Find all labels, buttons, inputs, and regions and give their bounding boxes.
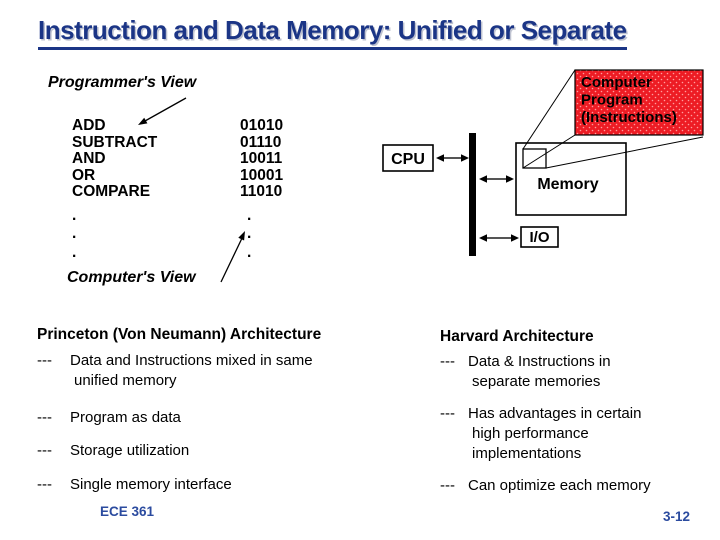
io-box <box>520 226 559 248</box>
computers-view-label: Computer's View <box>67 269 196 286</box>
memory-box <box>515 142 627 216</box>
callout-line-1: Computer <box>581 74 652 91</box>
callout-connector-line <box>522 69 576 150</box>
bullet-item: --- Data and Instructions mixed in same … <box>37 351 429 391</box>
instruction-row: SUBTRACT 01110 <box>72 133 283 152</box>
bullet-line: Can optimize each memory <box>468 477 651 494</box>
magnifier-square <box>522 148 547 169</box>
bullet-text: Program as data <box>70 408 181 428</box>
princeton-column: Princeton (Von Neumann) Architecture ---… <box>37 326 429 495</box>
instruction-mnemonic: COMPARE <box>72 183 151 201</box>
instruction-mnemonic: ADD <box>72 117 106 134</box>
bullet-item: --- Can optimize each memory <box>440 476 718 496</box>
bullet-text: Data & Instructions in separate memories <box>468 352 611 392</box>
callout-connector-line <box>522 134 576 169</box>
bullet-item: --- Single memory interface <box>37 475 429 495</box>
ellipsis-dot: . <box>247 206 252 224</box>
instruction-row: AND 10011 <box>72 151 283 168</box>
cpu-label: CPU <box>391 151 425 168</box>
instruction-mnemonic: SUBTRACT <box>72 133 158 151</box>
bullet-item: --- Has advantages in certain high perfo… <box>440 404 718 464</box>
bullet-text: Single memory interface <box>70 475 232 495</box>
ellipsis-dot: . <box>247 243 252 261</box>
bullet-line: Program as data <box>70 409 181 426</box>
cpu-box <box>382 144 434 172</box>
bullet-text: Storage utilization <box>70 441 189 461</box>
bullet-marker: --- <box>37 352 52 369</box>
ellipsis-dot: . <box>247 225 252 243</box>
instruction-mnemonic: AND <box>72 150 106 168</box>
bullet-marker: --- <box>440 477 455 494</box>
bus-memory-double-arrow-icon <box>479 175 514 183</box>
callout-line-2: Program <box>581 92 643 109</box>
bullet-item: --- Program as data <box>37 408 429 428</box>
ellipsis-rows: . . . . . . <box>72 207 283 263</box>
instruction-row: COMPARE 11010 <box>72 184 283 201</box>
bullet-line: Storage utilization <box>70 442 190 459</box>
bullet-line: implementations <box>472 445 582 462</box>
bullet-line: Data & Instructions in <box>468 353 611 370</box>
footer-course-label: ECE 361 <box>100 504 155 519</box>
ellipsis-row: . . <box>72 225 283 244</box>
instruction-code: 10011 <box>240 150 283 168</box>
bullet-line: high performance <box>472 425 589 442</box>
bullet-line: Data and Instructions mixed in same <box>70 352 313 369</box>
harvard-heading: Harvard Architecture <box>440 328 594 345</box>
instruction-code: 10001 <box>240 166 284 184</box>
princeton-heading: Princeton (Von Neumann) Architecture <box>37 326 322 343</box>
memory-label: Memory <box>537 176 598 193</box>
bullet-line: unified memory <box>74 372 177 389</box>
bullet-line: separate memories <box>472 373 601 390</box>
bus-io-double-arrow-icon <box>479 234 519 242</box>
ellipsis-dot: . <box>72 243 77 261</box>
bullet-item: --- Storage utilization <box>37 441 429 461</box>
instruction-code: 01010 <box>240 117 284 134</box>
bullet-marker: --- <box>440 405 455 422</box>
bullet-text: Can optimize each memory <box>468 476 651 496</box>
callout-line-3: (Instructions) <box>581 109 677 126</box>
callout-red-box <box>574 69 704 136</box>
bullet-marker: --- <box>37 409 52 426</box>
instruction-code: 01110 <box>240 133 282 151</box>
bullet-marker: --- <box>440 353 455 370</box>
bullet-line: Has advantages in certain <box>468 405 642 422</box>
harvard-column: Harvard Architecture --- Data & Instruct… <box>440 328 718 496</box>
page-title: Instruction and Data Memory: Unified or … <box>38 15 627 50</box>
ellipsis-dot: . <box>72 225 77 243</box>
bullet-item: --- Data & Instructions in separate memo… <box>440 352 718 392</box>
bus-line <box>469 133 476 256</box>
bullet-marker: --- <box>37 476 52 493</box>
ellipsis-row: . . <box>72 207 283 226</box>
bullet-line: Single memory interface <box>70 476 232 493</box>
bullet-text: Data and Instructions mixed in same unif… <box>70 351 313 391</box>
cpu-bus-double-arrow-icon <box>436 154 469 162</box>
callout-connector-line <box>545 136 704 169</box>
instruction-code: 11010 <box>240 183 283 201</box>
instruction-mnemonic: OR <box>72 166 96 184</box>
instruction-row: OR 10001 <box>72 166 284 185</box>
ellipsis-dot: . <box>72 206 77 224</box>
instruction-list: ADD 01010 SUBTRACT 01110 AND 10011 OR 10… <box>72 117 284 263</box>
ellipsis-row: . . <box>72 244 283 263</box>
footer-page-number: 3-12 <box>663 509 691 524</box>
instruction-row: ADD 01010 <box>72 117 284 135</box>
bullet-text: Has advantages in certain high performan… <box>468 404 641 464</box>
bullet-marker: --- <box>37 442 52 459</box>
io-label: I/O <box>529 229 549 246</box>
programmers-view-label: Programmer's View <box>48 74 197 91</box>
